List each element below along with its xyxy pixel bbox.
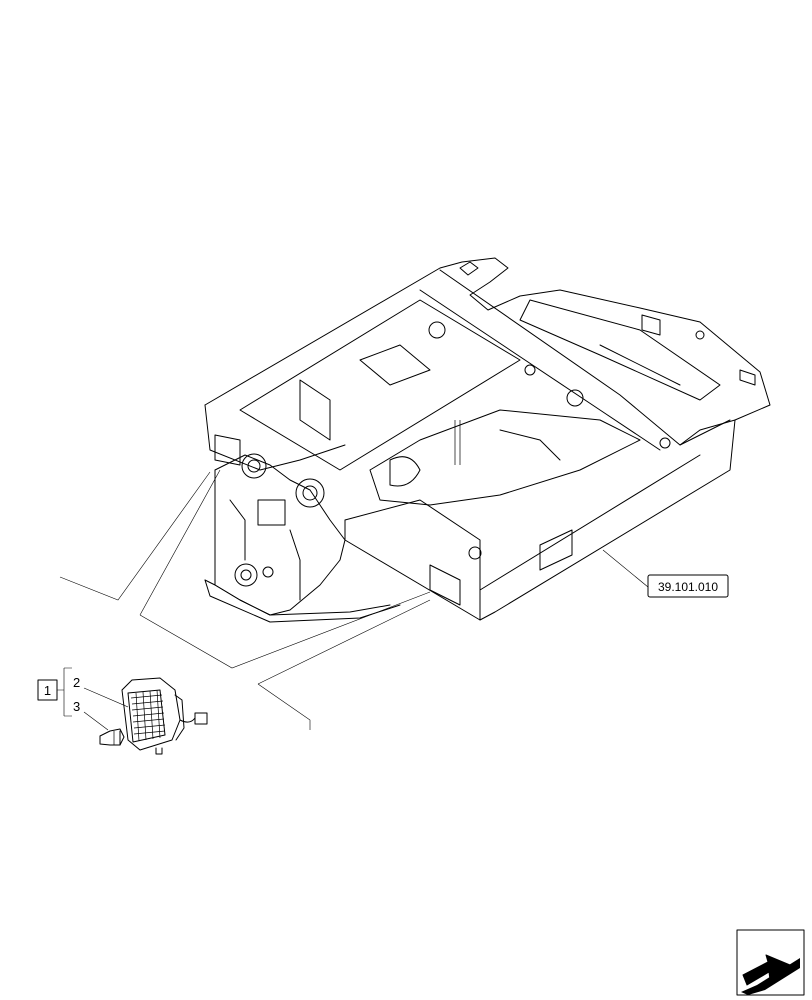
bulb-icon[interactable] <box>99 728 125 746</box>
reference-callout[interactable]: 39.101.010 <box>602 549 729 598</box>
work-lamp-icon[interactable] <box>121 677 208 755</box>
item-1-label: 1 <box>44 683 51 698</box>
item-3-label: 3 <box>73 699 80 714</box>
item-2-label: 2 <box>73 675 80 690</box>
boom-mount <box>204 453 401 623</box>
item-callout-group: 1 2 3 <box>37 667 129 731</box>
reference-label: 39.101.010 <box>658 580 718 594</box>
leader-lines <box>59 469 431 730</box>
navigation-arrow-icon[interactable] <box>736 929 805 996</box>
machine-frame <box>204 257 771 621</box>
